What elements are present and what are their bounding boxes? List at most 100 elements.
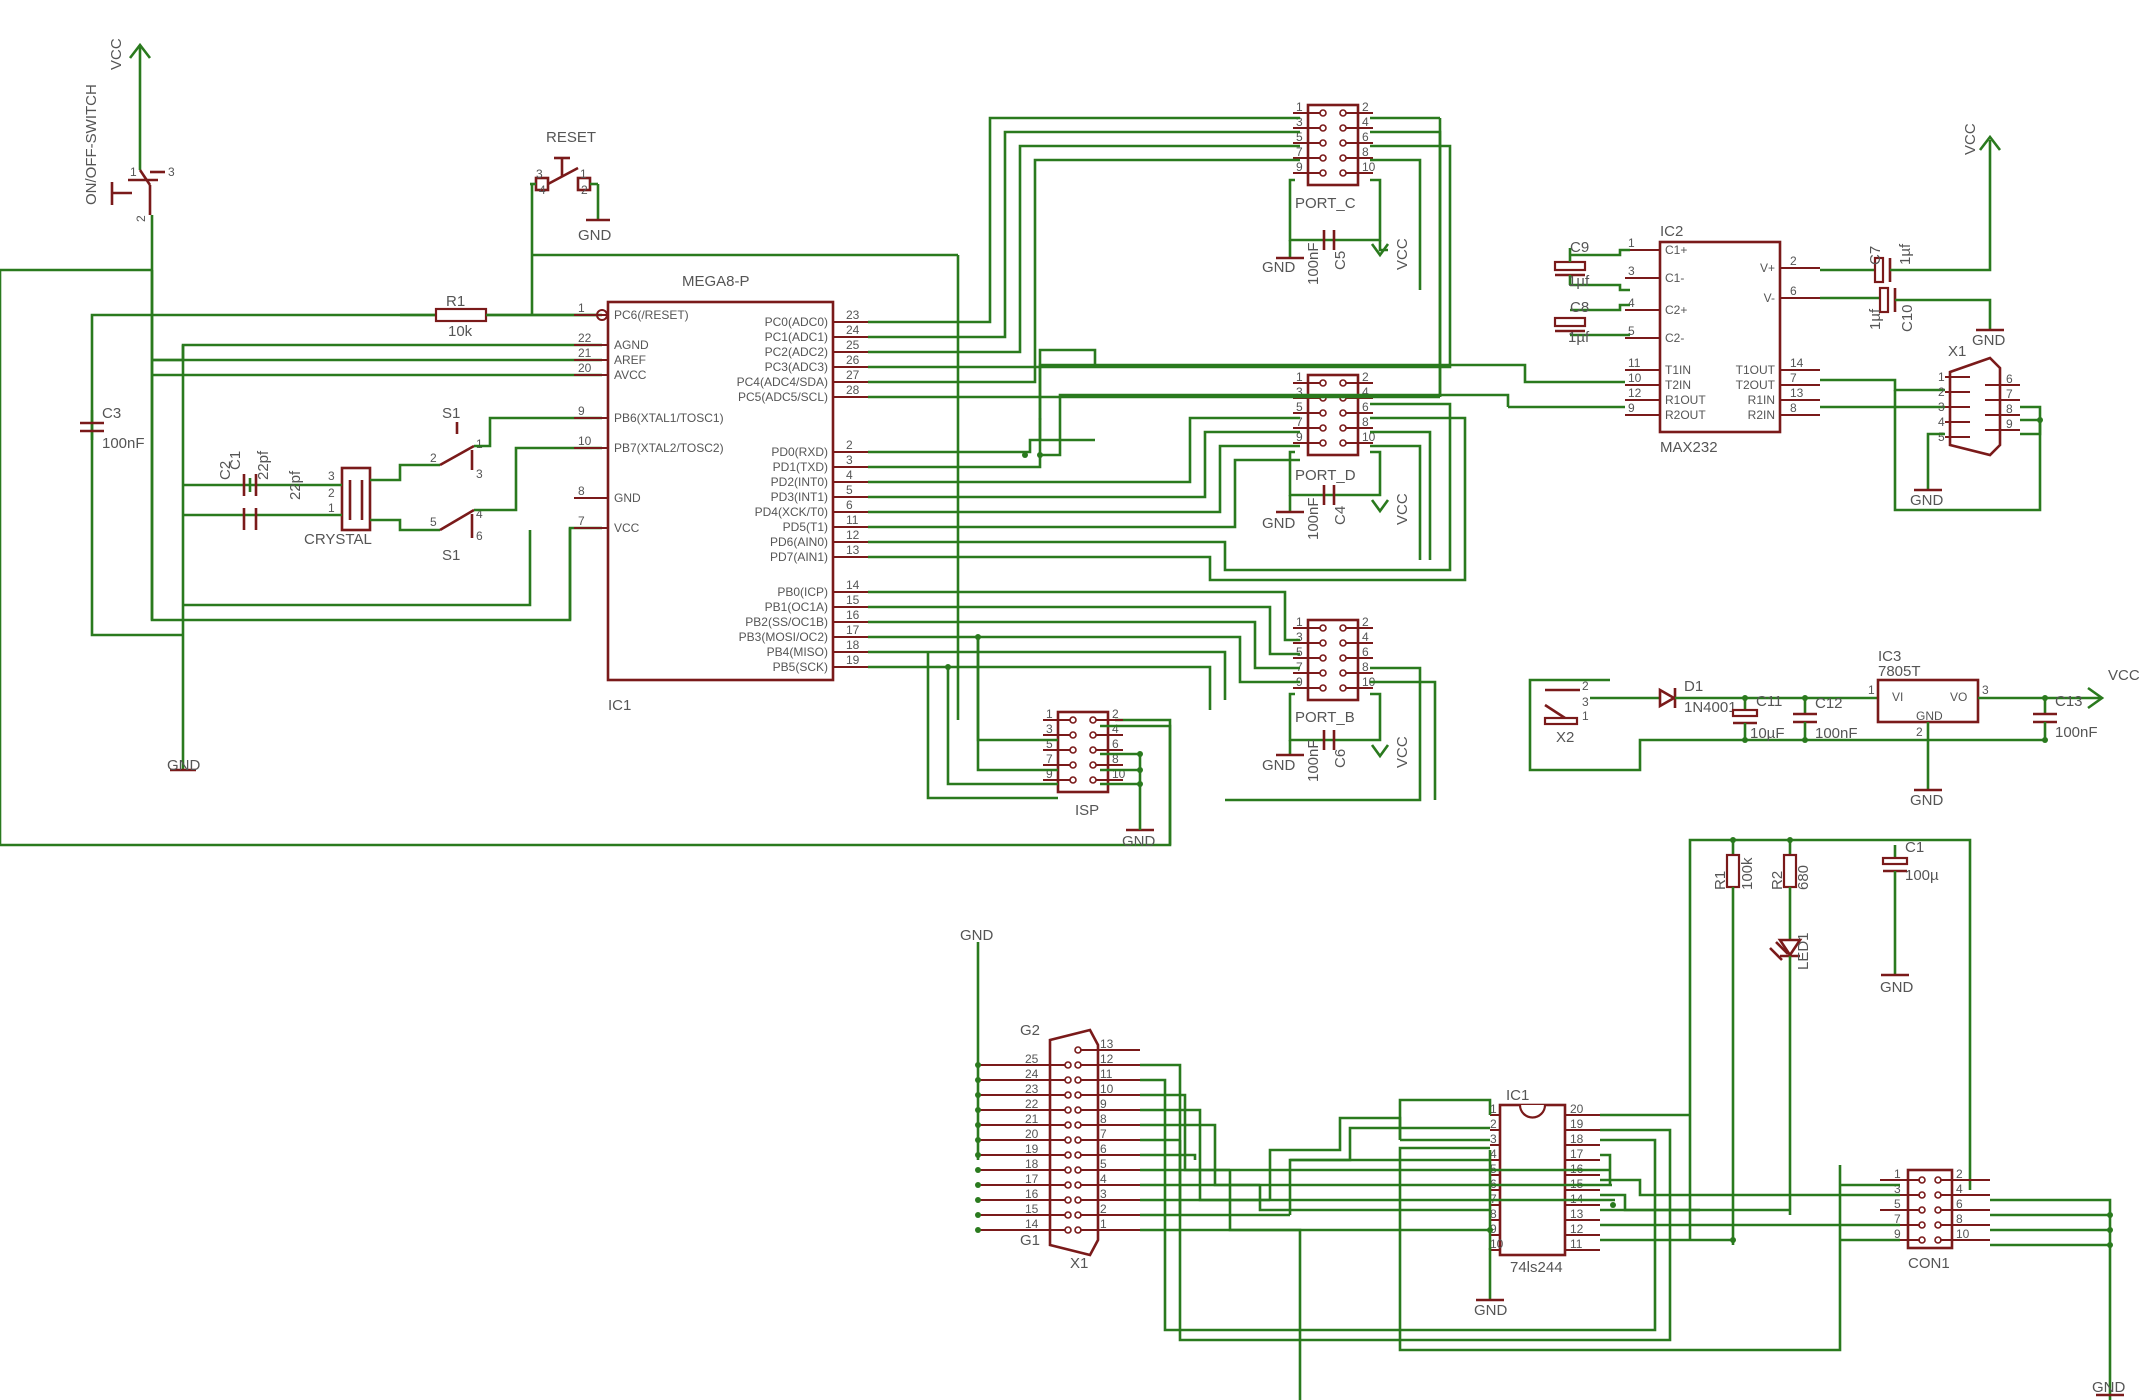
dsub25-pin-dot [1074,1076,1082,1084]
mega8-pin-num: 20 [578,361,592,375]
dsub25-pin-num: 13 [1100,1037,1114,1051]
con1-pin-num: 8 [1956,1212,1963,1226]
port-d-pin-num: 5 [1296,400,1303,414]
mega8-pin-name: PB6(XTAL1/TOSC1) [614,411,724,425]
mega8-pin-name: AVCC [614,368,647,382]
mega8-pin-name: PB1(OC1A) [765,600,828,614]
buffer-pin-num: 11 [1570,1237,1583,1251]
mega8-pin-name: AGND [614,338,649,352]
mega8-pin-num: 18 [846,638,860,652]
c1-value: 22pf [255,450,272,480]
buffer-pin-num: 2 [1490,1117,1497,1131]
port-d-pin-dot [1319,424,1327,432]
dsub25-junction [975,1152,981,1158]
dsub25-pin-dot [1074,1196,1082,1204]
mega8-ref: IC1 [608,697,631,714]
dsub25-pin-dot [1064,1226,1072,1234]
port-d-pin-dot [1319,409,1327,417]
dsub25-pin-dot [1074,1226,1082,1234]
max232-pin-num: 3 [1628,264,1635,278]
crystal-pin-1: 1 [328,501,335,515]
dsub25-junction [975,1092,981,1098]
port-d-pin-dot [1339,409,1347,417]
isp-pin-dot [1069,776,1077,784]
s1-pin-6: 6 [476,529,483,543]
port-b-pin-num: 6 [1362,645,1369,659]
port-c-label: PORT_C [1295,195,1356,212]
isp-pin-num: 3 [1046,722,1053,736]
buffer-pin-num: 13 [1570,1207,1584,1221]
vcc-top-left: VCC [108,38,152,170]
max232-pin-num: 5 [1628,324,1635,338]
gnd-left: GND [167,757,201,774]
c6-value: 100nF [1305,739,1322,782]
max232-pin-num: 11 [1628,356,1641,370]
dsub25-pin-num: 11 [1100,1067,1113,1081]
s1-switch[interactable]: S1 S1 1 2 3 4 5 6 [430,405,602,564]
con1-pin-dot [1918,1206,1926,1214]
prog-c1-ref: C1 [1905,839,1924,856]
mega8-pin-name: PC4(ADC4/SDA) [737,375,828,389]
con1-pin-num: 6 [1956,1197,1963,1211]
mega8-pin-num: 24 [846,323,860,337]
dsub25-pin-num: 22 [1025,1097,1039,1111]
d1-ref: D1 [1684,678,1703,695]
port-d-body [1306,373,1360,457]
port-d-pin-dot [1319,379,1327,387]
s1-pin-1: 1 [476,437,483,451]
isp-body [1056,710,1110,794]
dsub25-pin-dot [1074,1106,1082,1114]
crystal-label: CRYSTAL [304,531,372,548]
crystal-pin-2: 2 [328,486,335,500]
dsub25-pin-dot [1074,1151,1082,1159]
crystal-pin-3: 3 [328,469,335,483]
max232-caps: C9 1µf C8 1µf VCC C7 1µf GND 1µf C10 [1553,123,2006,349]
c8-ref: C8 [1570,299,1589,316]
port-c-pin-num: 1 [1296,100,1303,114]
on-off-switch[interactable]: ON/OFF-SWITCH 1 2 3 [83,84,175,222]
dsub25-pin-num: 7 [1100,1127,1107,1141]
dsub25-junction [975,1107,981,1113]
mega8-pin-name: PB3(MOSI/OC2) [739,630,828,644]
buffer-pin-num: 4 [1490,1147,1497,1161]
con1-pin-dot [1918,1221,1926,1229]
dsub25-pin-num: 24 [1025,1067,1039,1081]
dsub25-pin-num: 12 [1100,1052,1114,1066]
mega8-pin-name: PD7(AIN1) [770,550,828,564]
port-d-pin-num: 1 [1296,370,1303,384]
mega8-pin-num: 19 [846,653,860,667]
mega8-pin-name: PC0(ADC0) [765,315,828,329]
port-c-pin-dot [1339,109,1347,117]
dsub25-pin-num: 6 [1100,1142,1107,1156]
crystal: 3 2 1 CRYSTAL [304,463,440,548]
port-b-pin-num: 8 [1362,660,1369,674]
isp-pin-dot [1089,776,1097,784]
max232-pin-num: 13 [1790,386,1804,400]
dsub25-pin-num: 1 [1100,1217,1107,1231]
ic3-value: 7805T [1878,663,1921,680]
max232-pin-name: R1OUT [1665,393,1706,407]
port-b-label: PORT_B [1295,709,1355,726]
mega8-pin-num: 22 [578,331,592,345]
mega8-pin-num: 16 [846,608,860,622]
dsub25-pin-dot [1064,1061,1072,1069]
dsub25-pin-num: 9 [1100,1097,1107,1111]
isp-pin-num: 9 [1046,767,1053,781]
isp-pin-num: 6 [1112,737,1119,751]
dsub25-connector: GND G2 G1 X1 252423222120191817161514131… [960,927,1140,1272]
port-c-pin-dot [1319,109,1327,117]
mega8-pin-name: PB2(SS/OC1B) [745,615,828,629]
dsub25-ref: X1 [1070,1255,1088,1272]
port-b-pin-dot [1339,684,1347,692]
programmer-top: R1 100k R2 680 LED1 C1 100µ GND [1688,837,1972,1245]
dsub9-pin-num: 9 [2006,417,2013,431]
con1-pin-num: 10 [1956,1227,1970,1241]
max232-pin-num: 6 [1790,284,1797,298]
reset-button[interactable]: RESET 3 1 4 2 GND [530,129,612,244]
dsub25-junction [975,1077,981,1083]
dsub25-pin-dot [1064,1121,1072,1129]
port-b-body [1306,618,1360,702]
